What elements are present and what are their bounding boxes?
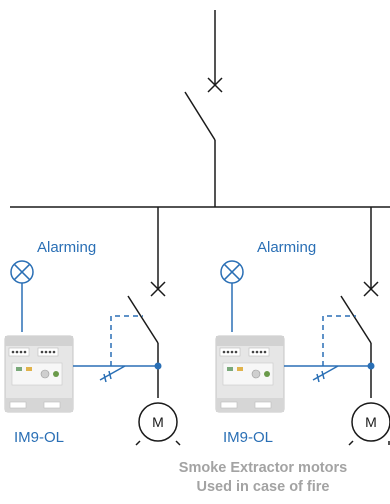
- left-motor-label: M: [152, 414, 164, 430]
- main-breaker-blade: [184, 91, 216, 141]
- right-branch: M Alarming IM9-OL: [215, 207, 390, 446]
- left-mechanical-link: [110, 315, 143, 366]
- left-trip-contact-tick-a: [103, 373, 107, 383]
- left-trip-contact-tick-b: [108, 370, 112, 380]
- right-motor-label: M: [365, 414, 377, 430]
- right-device-label: IM9-OL: [223, 429, 273, 446]
- left-motor-foot-a: [135, 440, 141, 446]
- left-device-label: IM9-OL: [14, 429, 64, 446]
- left-branch: M Alarming IM9-OL: [4, 207, 181, 446]
- left-im9-device: [4, 335, 74, 413]
- right-junction-dot: [367, 362, 375, 370]
- right-motor-symbol: [351, 402, 390, 442]
- right-alarm-lamp-cross-b: [223, 263, 241, 281]
- left-motor-symbol: [138, 402, 178, 442]
- main-breaker-cross-b: [207, 77, 223, 93]
- left-trip-contact: [99, 365, 126, 381]
- left-motor-foot-b: [175, 440, 181, 446]
- right-breaker-cross-b: [363, 281, 379, 297]
- left-alarm-lamp-cross-b: [13, 263, 31, 281]
- right-alarm-label: Alarming: [257, 239, 316, 256]
- right-mechanical-link: [322, 315, 356, 366]
- right-trip-contact-tick-b: [321, 370, 325, 380]
- left-breaker-blade: [127, 295, 159, 344]
- right-breaker-blade: [340, 295, 372, 344]
- right-im9-device: [215, 335, 285, 413]
- left-alarm-label: Alarming: [37, 239, 96, 256]
- main-feeder: [184, 10, 223, 207]
- caption-line-1: Smoke Extractor motors: [178, 460, 348, 476]
- left-junction-dot: [154, 362, 162, 370]
- right-trip-contact: [312, 365, 339, 381]
- right-trip-contact-tick-a: [316, 373, 320, 383]
- left-breaker-cross-b: [150, 281, 166, 297]
- caption-line-2: Used in case of fire: [196, 479, 330, 495]
- right-motor-foot-a: [348, 440, 354, 446]
